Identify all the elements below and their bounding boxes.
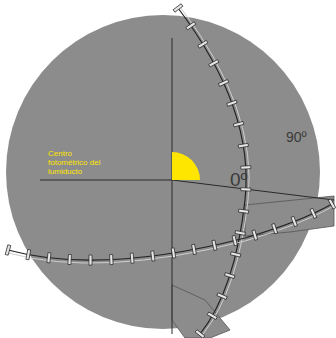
tick-mark — [310, 208, 317, 218]
horizontal-axis — [40, 180, 172, 181]
tick-mark — [238, 143, 248, 148]
lower-slab — [172, 285, 230, 338]
tick-mark — [195, 330, 205, 338]
tick-mark — [217, 293, 227, 300]
tick-mark — [227, 100, 237, 106]
tick-mark — [5, 245, 10, 255]
tick-mark — [232, 235, 237, 245]
tick-mark — [192, 244, 197, 254]
tick-mark — [26, 249, 31, 259]
angle-label: 0º — [230, 170, 248, 191]
equator-arc — [8, 204, 332, 260]
tick-mark — [230, 252, 240, 257]
photometric-center — [172, 152, 200, 180]
tick-mark — [151, 251, 155, 261]
tick-mark — [252, 230, 258, 240]
sphere — [6, 15, 320, 329]
tick-mark — [130, 253, 134, 263]
tick-mark — [218, 79, 228, 86]
tick-mark — [198, 40, 208, 48]
tick-mark — [68, 254, 72, 264]
tick-mark — [235, 231, 245, 236]
tick-mark — [186, 22, 196, 30]
tick-mark — [173, 4, 183, 12]
right-slab — [245, 196, 334, 236]
tick-mark — [209, 60, 219, 67]
tick-mark — [110, 255, 113, 265]
center-label: Centro fotométrico del lumiducto — [48, 150, 110, 176]
tick-mark — [224, 273, 234, 279]
tick-mark — [47, 253, 51, 263]
horizontal-axis — [172, 180, 334, 200]
tick-mark — [171, 248, 176, 258]
angle-label: 90º — [286, 130, 307, 145]
tick-mark — [212, 240, 217, 250]
tick-mark — [207, 312, 217, 320]
tick-mark — [233, 121, 243, 127]
tick-mark — [272, 223, 278, 233]
equator-arc — [8, 207, 332, 263]
tick-mark — [241, 166, 251, 170]
tick-mark — [89, 255, 92, 265]
tick-marks — [5, 4, 335, 338]
tick-mark — [328, 199, 335, 209]
tick-mark — [291, 216, 297, 226]
tick-mark — [238, 209, 248, 213]
vertical-axis — [172, 38, 173, 334]
meridian-arc — [181, 8, 249, 334]
